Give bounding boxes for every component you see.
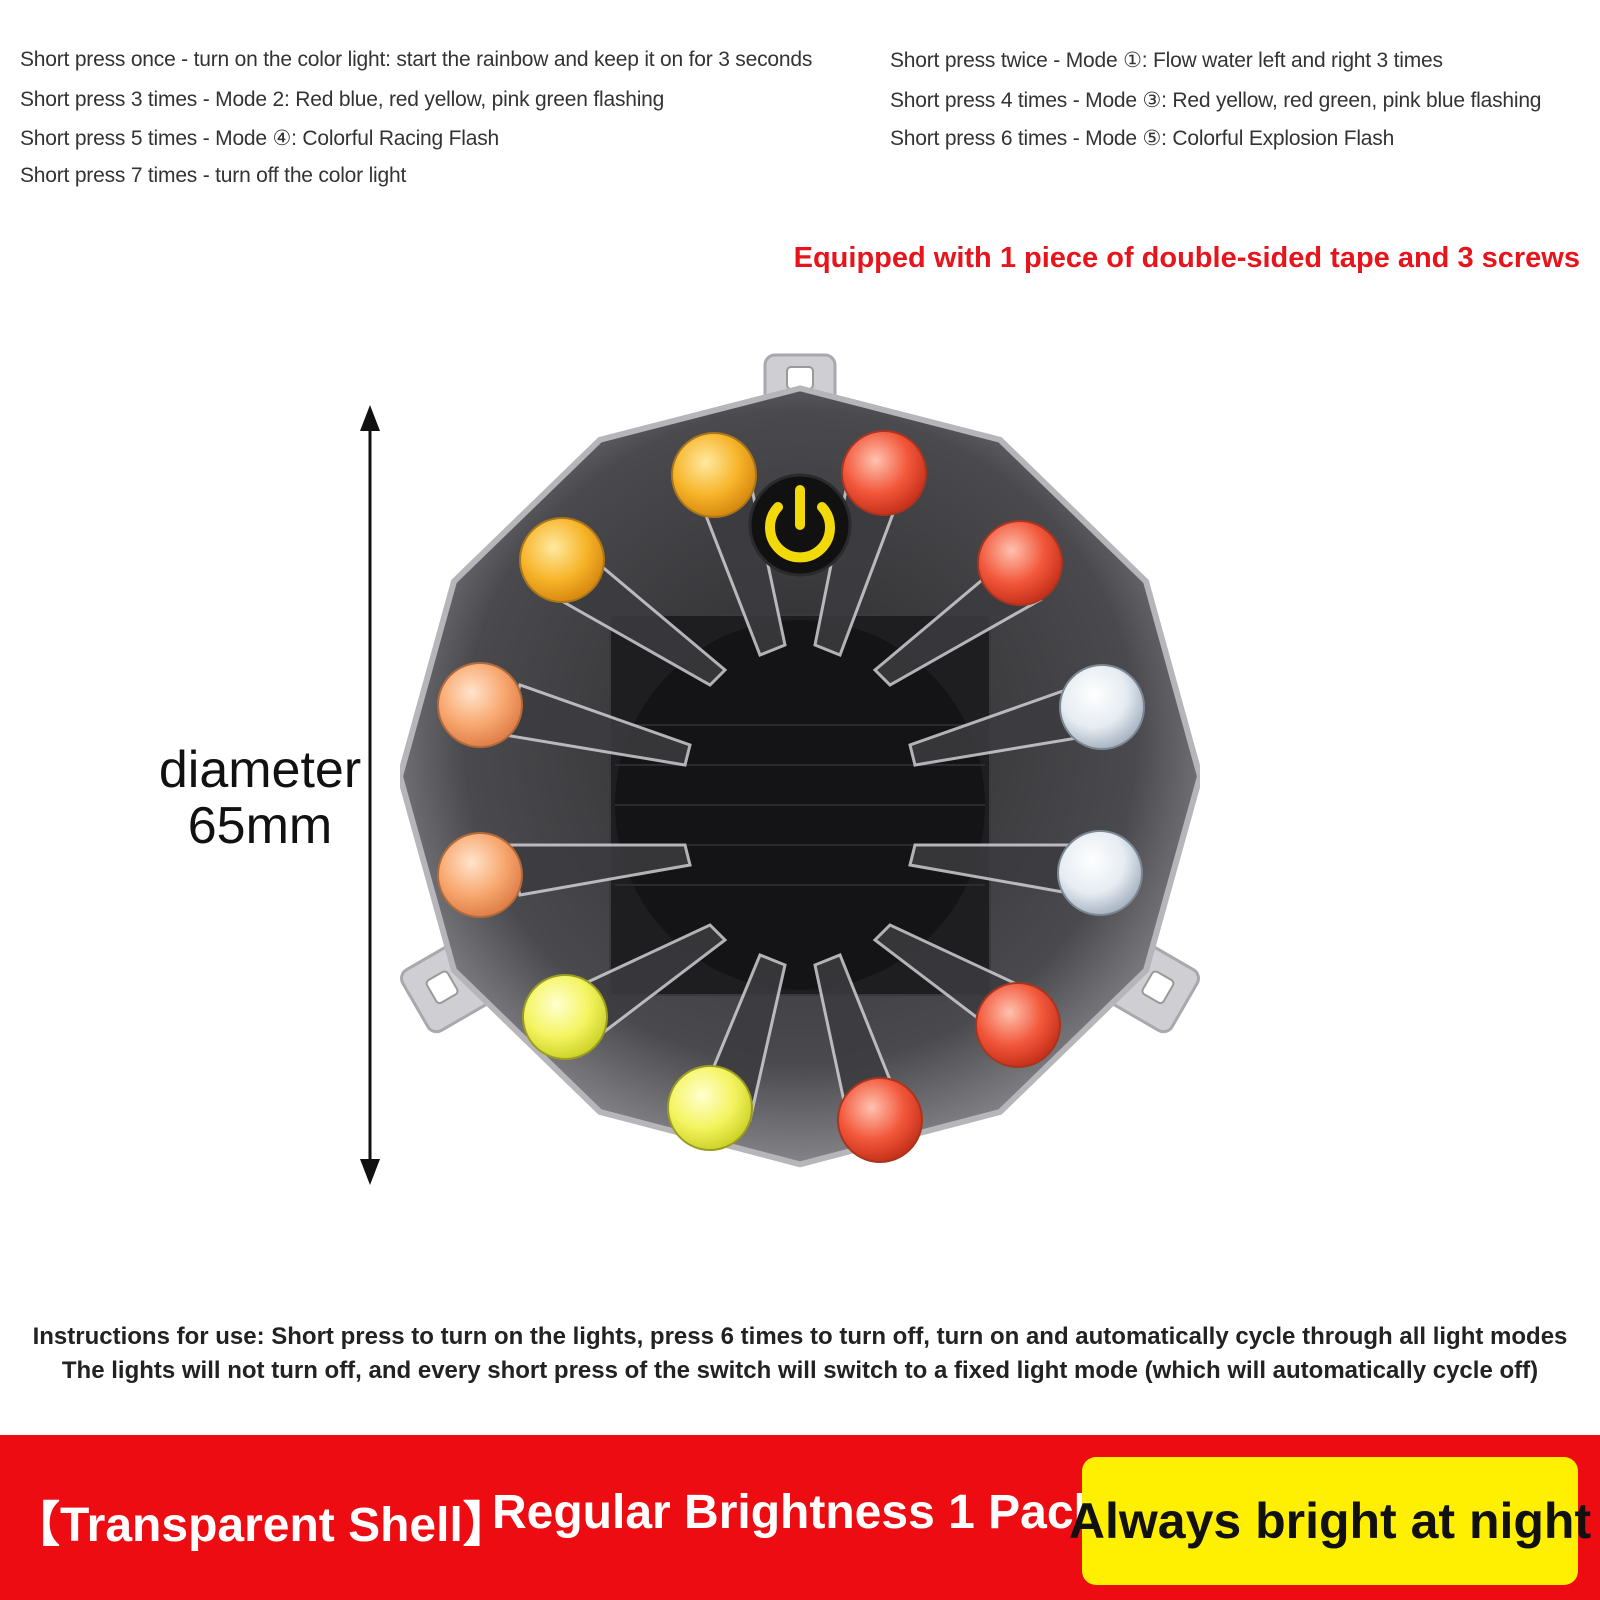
led (1059, 664, 1145, 750)
led (977, 520, 1063, 606)
led (519, 517, 605, 603)
led (522, 974, 608, 1060)
usage-instructions: Instructions for use: Short press to tur… (0, 1320, 1600, 1388)
mode-item: Short press 4 times - Mode ③: Red yellow… (890, 89, 1542, 112)
mode-item: Short press 6 times - Mode ⑤: Colorful E… (890, 127, 1395, 150)
led (437, 662, 523, 748)
mode-item: Short press 3 times - Mode 2: Red blue, … (20, 88, 665, 111)
mode-item: Short press 5 times - Mode ④: Colorful R… (20, 127, 499, 150)
mode-item: Short press once - turn on the color lig… (20, 48, 813, 71)
led (975, 982, 1061, 1068)
dimension-label: diameter 65mm (140, 742, 380, 854)
led (437, 832, 523, 918)
power-icon (765, 485, 835, 563)
led (667, 1065, 753, 1151)
shell-variant-label: 【Transparent Shell】 (12, 1499, 511, 1552)
led (841, 430, 927, 516)
mode-item: Short press twice - Mode ①: Flow water l… (890, 49, 1443, 72)
pack-label: Regular Brightness 1 Pack (492, 1486, 1101, 1539)
night-mode-badge: Always bright at night (1069, 1457, 1591, 1585)
led (837, 1077, 923, 1163)
light-device (400, 353, 1200, 1168)
variant-banner: 【Transparent Shell】 Regular Brightness 1… (0, 1435, 1600, 1600)
dimension-arrow (360, 405, 380, 1185)
led (1057, 830, 1143, 916)
night-mode-badge-text: Always bright at night (1068, 1493, 1592, 1549)
usage-instructions-line: Instructions for use: Short press to tur… (32, 1323, 1568, 1350)
led (671, 432, 757, 518)
dimension-value: 65mm (187, 797, 333, 855)
usage-instructions-line: The lights will not turn off, and every … (61, 1357, 1539, 1384)
power-button[interactable] (748, 473, 852, 577)
accessory-note: Equipped with 1 piece of double-sided ta… (793, 242, 1580, 274)
mode-item: Short press 7 times - turn off the color… (20, 164, 407, 187)
dimension-word: diameter (158, 741, 362, 799)
